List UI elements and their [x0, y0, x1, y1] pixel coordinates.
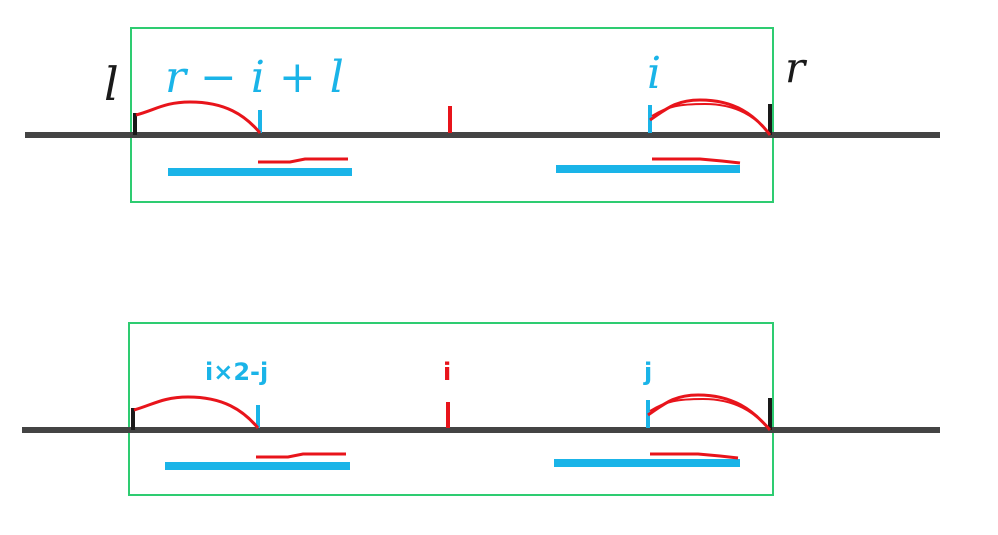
bottom-label-center: i — [443, 358, 451, 386]
top-label-l: l — [104, 57, 119, 111]
top-panel: l r r − i + l i — [25, 27, 940, 203]
bottom-range-frame — [128, 322, 774, 496]
top-label-r: r — [785, 43, 808, 92]
top-left-red-bar — [258, 157, 348, 164]
top-label-mirror: r − i + l — [165, 52, 344, 103]
bottom-label-j: j — [643, 358, 652, 386]
top-label-i: i — [647, 48, 661, 99]
bottom-right-palindrome-arc-2 — [649, 397, 769, 428]
bottom-label-mirror: i×2-j — [205, 358, 268, 386]
top-right-palindrome-arc-2 — [651, 102, 769, 133]
bottom-panel: i×2-j i j — [22, 322, 940, 496]
bottom-right-red-bar — [650, 452, 739, 460]
bottom-left-palindrome-arc — [133, 395, 260, 429]
top-range-frame — [130, 27, 774, 203]
top-right-red-bar — [652, 157, 741, 165]
top-left-palindrome-arc — [135, 100, 262, 134]
bottom-left-red-bar — [256, 452, 346, 459]
